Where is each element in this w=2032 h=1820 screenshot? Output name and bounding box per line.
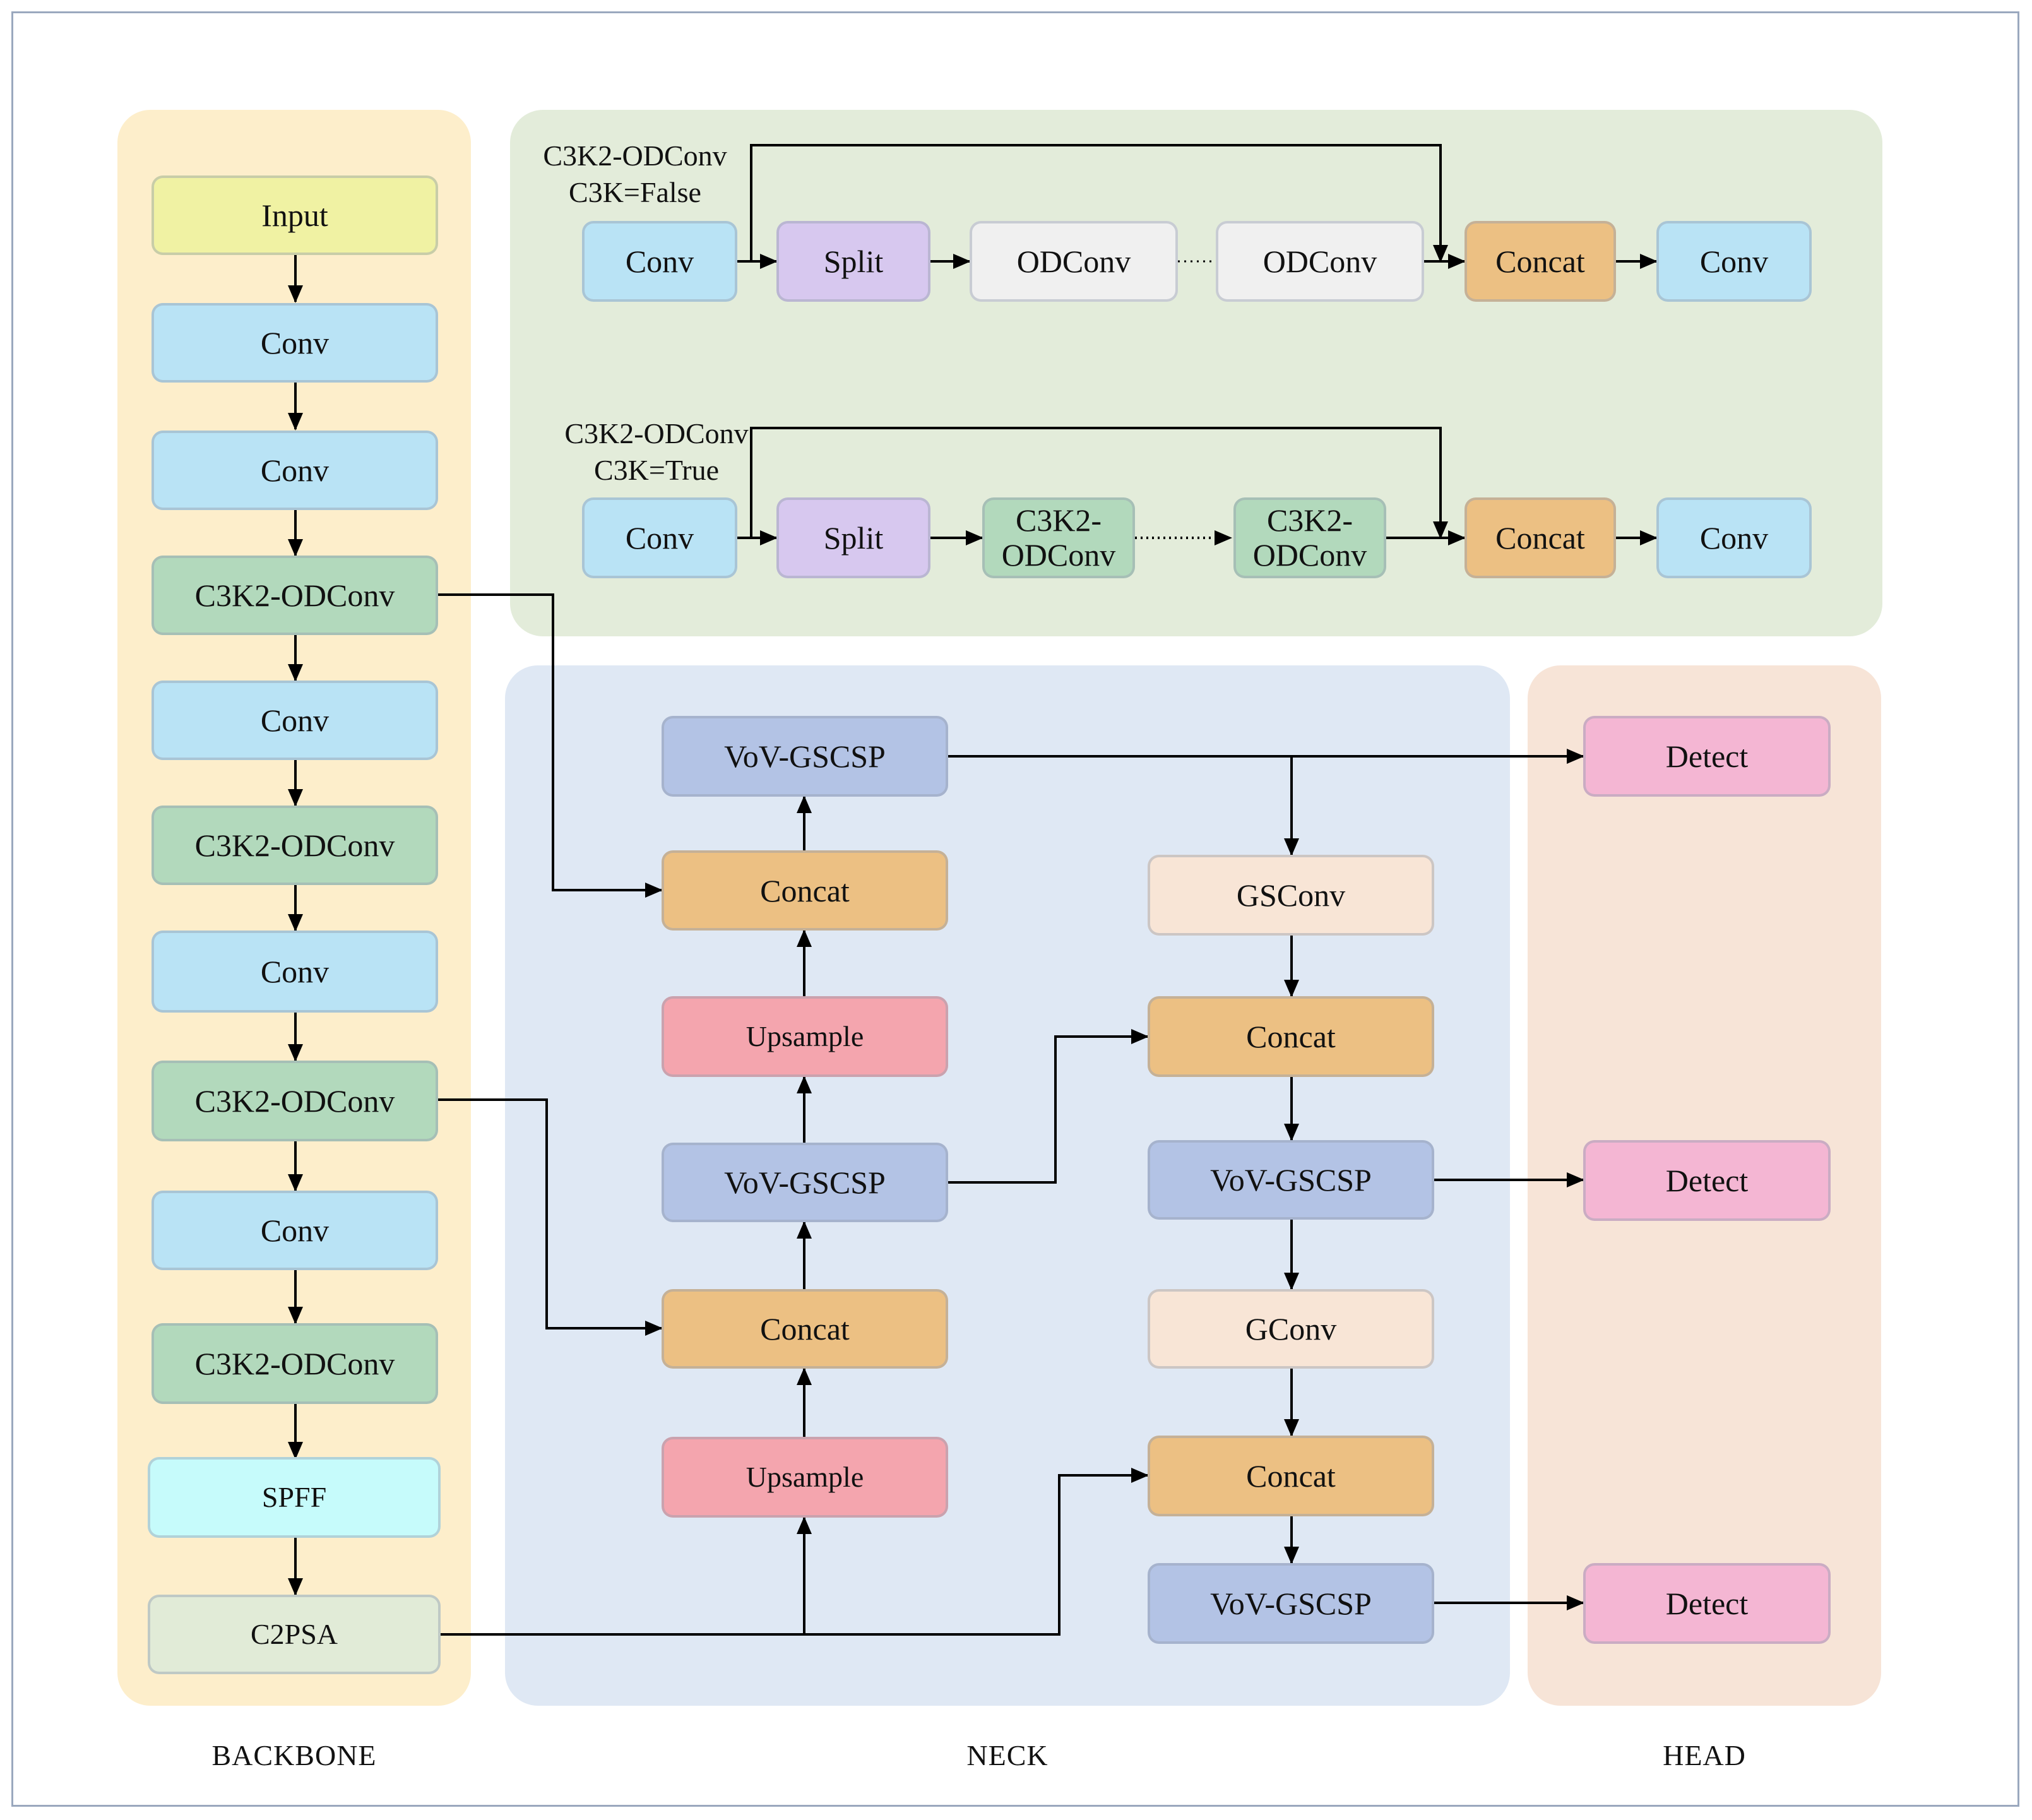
backbone-c3k2-odconv-1: C3K2-ODConv (152, 556, 438, 635)
backbone-conv-3: Conv (152, 681, 438, 760)
backbone-c2psa: C2PSA (148, 1595, 441, 1674)
neck-vov-gscsp-top: VoV-GSCSP (662, 716, 948, 797)
neck-concat-4: Concat (1148, 1436, 1434, 1516)
module-true-split: Split (776, 497, 930, 578)
module-false-odconv-2: ODConv (1216, 221, 1424, 302)
neck-gsconv: GSConv (1148, 855, 1434, 936)
module-true-c3k2-odconv-1: C3K2- ODConv (982, 497, 1135, 578)
module-true-c3k2-odconv-2: C3K2- ODConv (1233, 497, 1386, 578)
neck-vov-gscsp-right-2: VoV-GSCSP (1148, 1563, 1434, 1644)
module-false-conv-in: Conv (582, 221, 737, 302)
backbone-conv-2: Conv (152, 431, 438, 510)
section-label-head: HEAD (1663, 1739, 1746, 1771)
head-detect-1: Detect (1583, 716, 1831, 797)
neck-upsample-2: Upsample (662, 1437, 948, 1518)
backbone-spff: SPFF (148, 1457, 441, 1538)
module-false-concat: Concat (1465, 221, 1616, 302)
module-false-title: C3K2-ODConv C3K=False (543, 140, 727, 208)
backbone-conv-4: Conv (152, 931, 438, 1013)
neck-vov-gscsp-mid: VoV-GSCSP (662, 1143, 948, 1222)
neck-concat-2: Concat (662, 1289, 948, 1369)
module-true-conv-in: Conv (582, 497, 737, 578)
module-true-concat: Concat (1465, 497, 1616, 578)
neck-concat-3: Concat (1148, 996, 1434, 1077)
module-true-conv-out: Conv (1656, 497, 1812, 578)
module-false-conv-out: Conv (1656, 221, 1812, 302)
module-false-odconv-1: ODConv (970, 221, 1178, 302)
backbone-input: Input (152, 175, 438, 255)
neck-gconv: GConv (1148, 1289, 1434, 1369)
neck-vov-gscsp-right-1: VoV-GSCSP (1148, 1140, 1434, 1220)
figure-border (11, 11, 2019, 1807)
neck-upsample-1: Upsample (662, 996, 948, 1077)
head-detect-2: Detect (1583, 1140, 1831, 1221)
section-label-backbone: BACKBONE (211, 1739, 377, 1771)
head-detect-3: Detect (1583, 1563, 1831, 1644)
backbone-c3k2-odconv-2: C3K2-ODConv (152, 806, 438, 885)
backbone-c3k2-odconv-3: C3K2-ODConv (152, 1061, 438, 1141)
backbone-conv-5: Conv (152, 1191, 438, 1270)
section-label-neck: NECK (966, 1739, 1049, 1771)
module-true-title: C3K2-ODConv C3K=True (564, 417, 749, 486)
backbone-conv-1: Conv (152, 303, 438, 383)
module-false-split: Split (776, 221, 930, 302)
module-detail-panel (510, 110, 1882, 636)
backbone-c3k2-odconv-4: C3K2-ODConv (152, 1323, 438, 1404)
neck-concat-1: Concat (662, 850, 948, 931)
